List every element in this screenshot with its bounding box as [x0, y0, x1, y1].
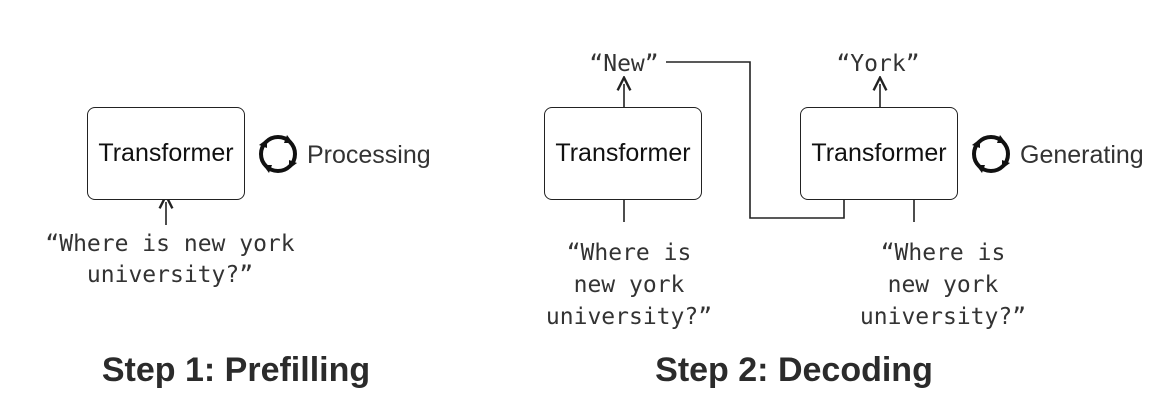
step2-second-input-line2: new york [887, 272, 999, 298]
step1-status-label: Processing [307, 141, 431, 169]
step2-status-label: Generating [1020, 141, 1144, 169]
step2-second-transformer-label: Transformer [811, 139, 947, 167]
step2-second-output-token: “York” [836, 51, 920, 77]
step1-transformer-label: Transformer [98, 139, 234, 167]
step1-input-line1: “Where is new york [45, 231, 295, 257]
step2-title: Step 2: Decoding [655, 351, 933, 389]
step1-title: Step 1: Prefilling [101, 351, 371, 389]
step2-first-input-line1: “Where is [566, 240, 692, 266]
step2-first-output-token: “New” [589, 51, 659, 77]
refresh-cycle-icon [259, 135, 297, 173]
step1-input-line2: university?” [86, 262, 254, 288]
step2-first-input-line3: university?” [545, 304, 713, 330]
step2-second-input-line1: “Where is [880, 240, 1006, 266]
refresh-cycle-icon [972, 135, 1010, 173]
token-feedback-line [666, 61, 845, 219]
step2-first-transformer-box: Transformer [544, 107, 702, 200]
step2-first-transformer-label: Transformer [555, 139, 691, 167]
step2-second-transformer-box: Transformer [800, 107, 958, 200]
step1-transformer-box: Transformer [87, 107, 245, 200]
step2-first-input-line2: new york [573, 272, 685, 298]
step2-second-input-line3: university?” [859, 304, 1027, 330]
